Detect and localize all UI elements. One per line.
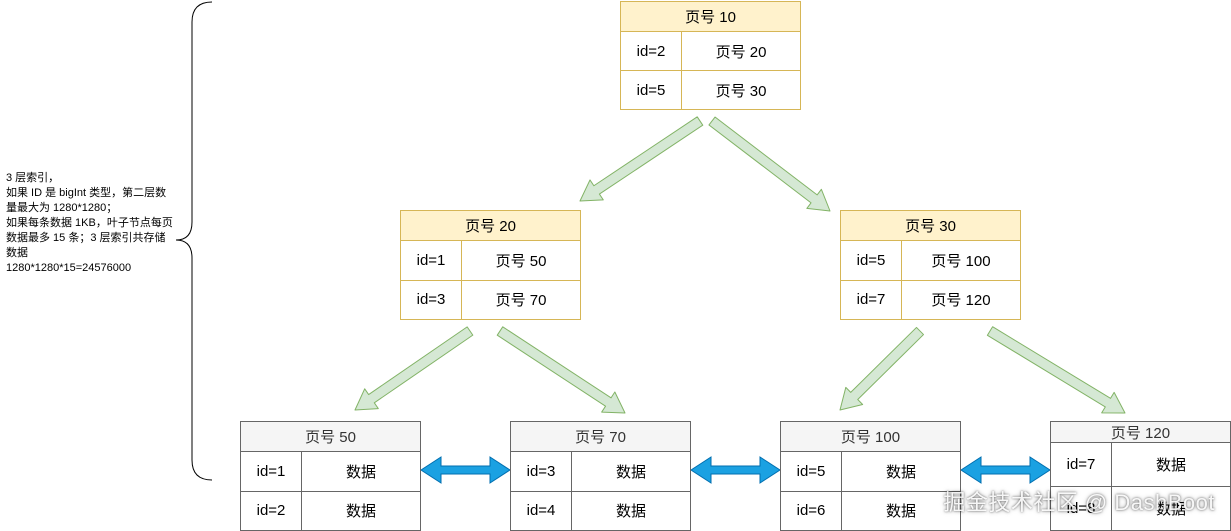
leaf-link-arrow: [420, 456, 511, 484]
node-row: id=2 页号 20: [621, 32, 800, 70]
node-row: id=1 数据: [241, 452, 420, 491]
row-pointer: 页号 30: [715, 82, 767, 100]
node-row: id=7 页号 120: [841, 279, 1020, 319]
row-data: 数据: [885, 463, 916, 481]
leaf-page-node: 页号 100 id=5 数据 id=6 数据: [780, 421, 961, 531]
node-title: 页号 50: [241, 422, 420, 452]
row-key: id=2: [621, 32, 682, 70]
row-key: id=5: [621, 71, 682, 109]
node-row: id=2 数据: [241, 490, 420, 530]
row-key: id=5: [841, 241, 902, 280]
leaf-link-arrow: [690, 456, 781, 484]
leaf-page-node: 页号 50 id=1 数据 id=2 数据: [240, 421, 421, 531]
tree-arrow: [986, 326, 1126, 414]
leaf-link-arrow: [960, 456, 1051, 484]
row-key: id=7: [1051, 443, 1112, 486]
row-key: id=4: [511, 491, 572, 530]
row-data: 数据: [345, 503, 376, 521]
tree-arrow: [354, 326, 474, 411]
row-key: id=6: [781, 491, 842, 530]
row-pointer: 页号 120: [931, 292, 991, 310]
row-data: 数据: [345, 463, 376, 481]
tree-arrow: [496, 326, 626, 414]
row-data: 数据: [885, 503, 916, 521]
tree-arrow: [708, 116, 831, 212]
node-row: id=5 数据: [781, 452, 960, 491]
row-key: id=1: [401, 241, 462, 280]
row-key: id=5: [781, 452, 842, 491]
node-row: id=6 数据: [781, 490, 960, 530]
row-key: id=1: [241, 452, 302, 491]
node-title: 页号 120: [1051, 422, 1230, 443]
tree-arrow: [579, 116, 704, 202]
node-row: id=5 页号 100: [841, 241, 1020, 280]
tree-arrow: [839, 326, 925, 411]
row-data: 数据: [615, 503, 646, 521]
node-title: 页号 30: [841, 211, 1020, 241]
root-page-node: 页号 10 id=2 页号 20 id=5 页号 30: [620, 1, 801, 110]
node-row: id=7 数据: [1051, 443, 1230, 486]
node-row: id=1 页号 50: [401, 241, 580, 280]
node-row: id=3 数据: [511, 452, 690, 491]
row-data: 数据: [615, 463, 646, 481]
node-row: id=8 数据: [1051, 486, 1230, 530]
node-title: 页号 20: [401, 211, 580, 241]
node-row: id=4 数据: [511, 490, 690, 530]
row-key: id=7: [841, 280, 902, 319]
row-key: id=3: [401, 280, 462, 319]
row-key: id=2: [241, 491, 302, 530]
node-title: 页号 100: [781, 422, 960, 452]
row-key: id=3: [511, 452, 572, 491]
level2-page-node: 页号 20 id=1 页号 50 id=3 页号 70: [400, 210, 581, 320]
row-pointer: 页号 100: [931, 252, 991, 270]
node-row: id=5 页号 30: [621, 70, 800, 109]
watermark: 掘金技术社区 @ DashBoot: [943, 490, 1215, 515]
leaf-page-node: 页号 70 id=3 数据 id=4 数据: [510, 421, 691, 531]
node-row: id=3 页号 70: [401, 279, 580, 319]
node-title: 页号 70: [511, 422, 690, 452]
left-brace: [175, 1, 213, 481]
node-title: 页号 10: [621, 2, 800, 32]
row-pointer: 页号 50: [495, 252, 547, 270]
row-pointer: 页号 70: [495, 292, 547, 310]
row-data: 数据: [1155, 501, 1186, 518]
row-data: 数据: [1155, 457, 1186, 474]
row-key: id=8: [1051, 487, 1112, 530]
row-pointer: 页号 20: [715, 43, 767, 61]
level2-page-node: 页号 30 id=5 页号 100 id=7 页号 120: [840, 210, 1021, 320]
index-capacity-note: 3 层索引， 如果 ID 是 bigInt 类型，第二层数量最大为 1280*1…: [6, 172, 173, 274]
